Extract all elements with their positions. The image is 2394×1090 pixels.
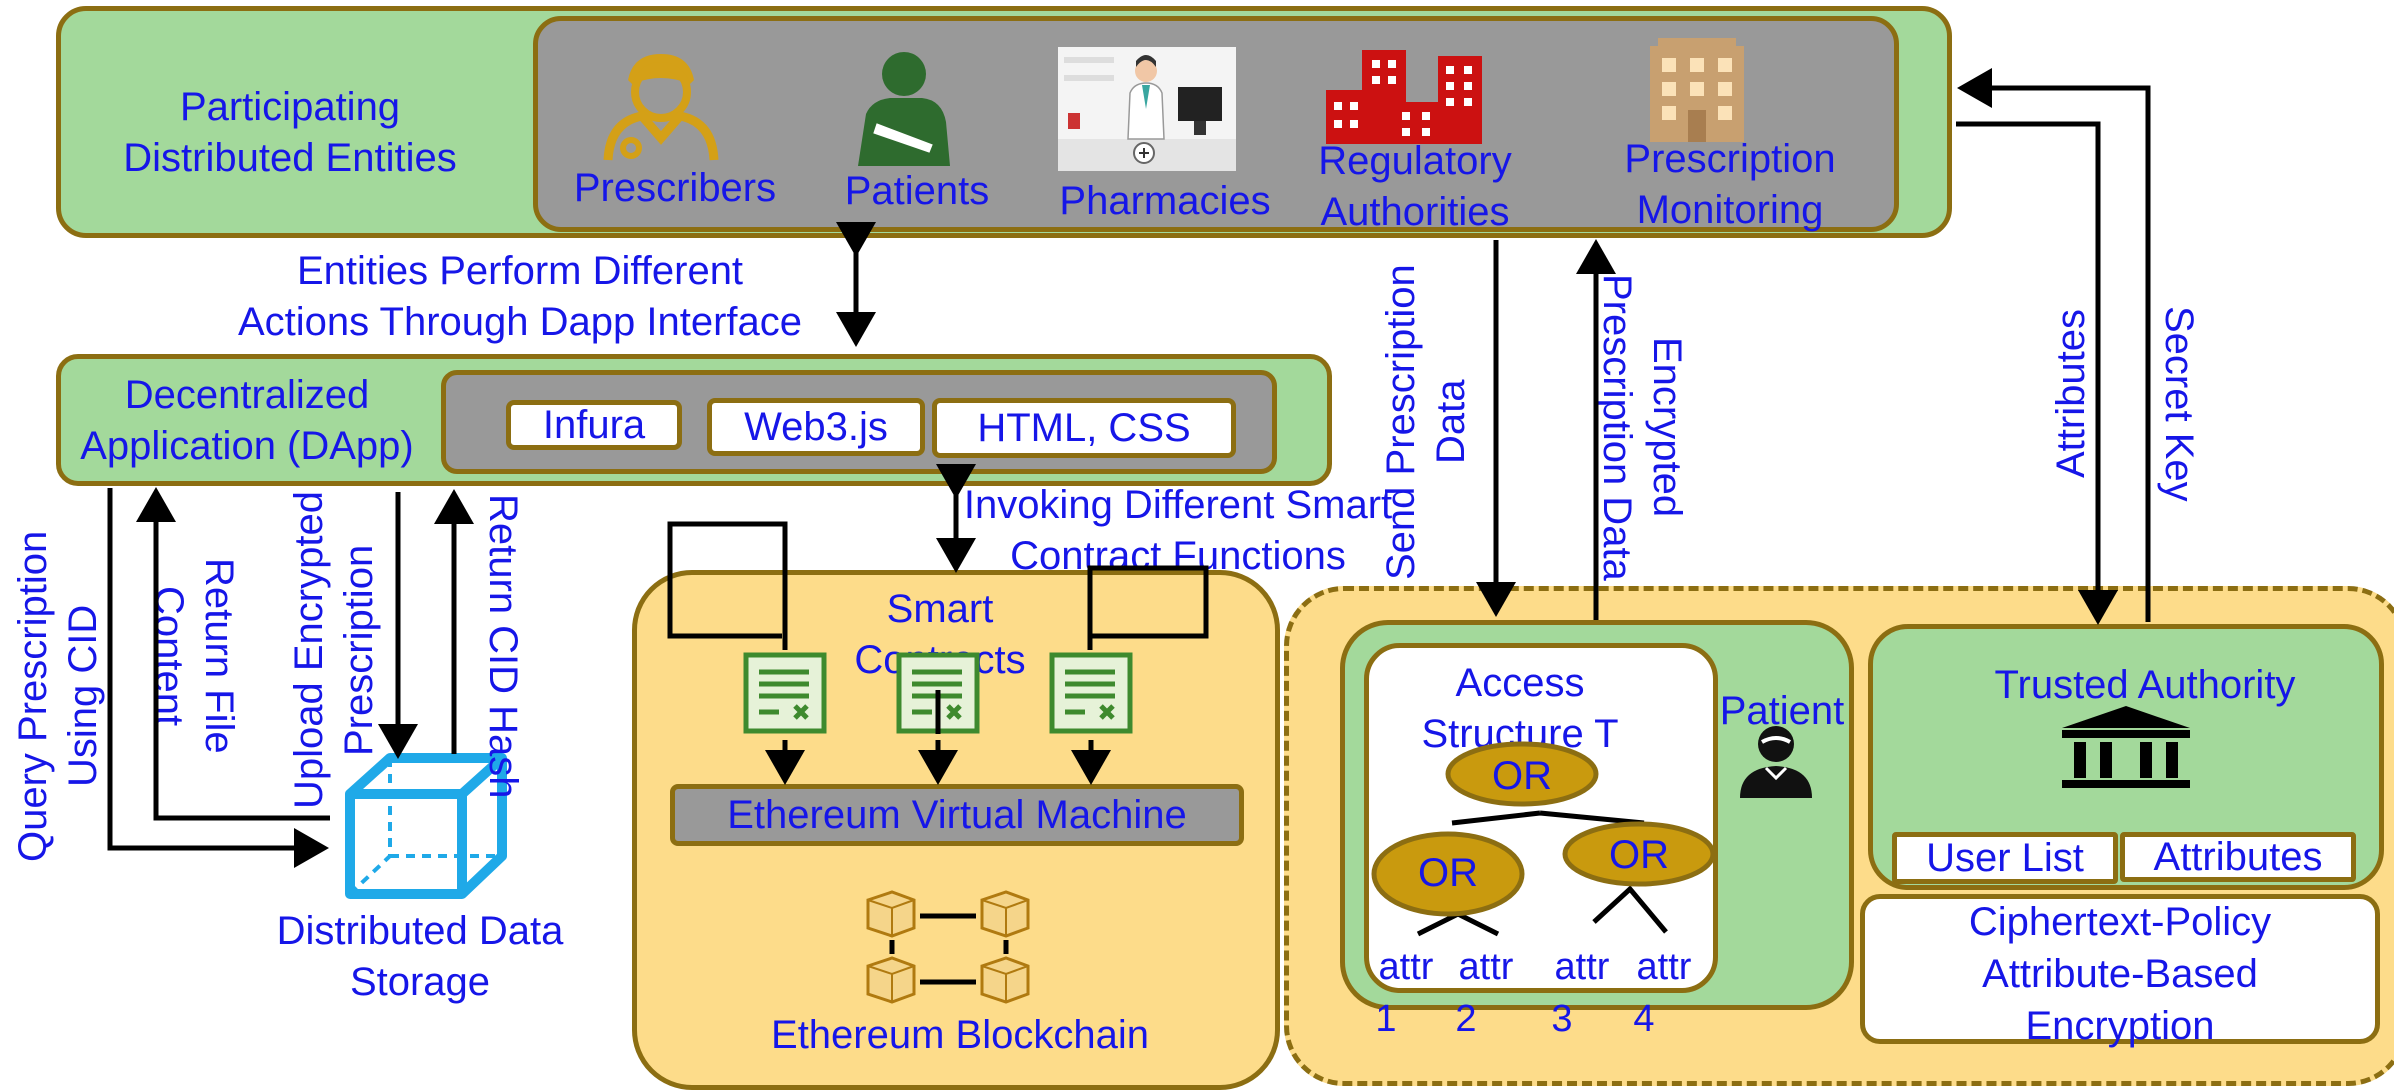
smart-contract-icon	[743, 652, 827, 734]
attr-1-index: 1	[1375, 998, 1397, 1040]
authority-bank-icon	[2062, 706, 2190, 788]
trusted-authority-title: Trusted Authority	[1994, 663, 2296, 707]
storage-title: Distributed Data Storage	[276, 909, 564, 1005]
attr-4-label: attr	[1636, 946, 1692, 988]
or-right-label: OR	[1609, 833, 1669, 877]
attr-4-index: 4	[1633, 998, 1655, 1040]
dapp-actions-label: Entities Perform Different Actions Throu…	[237, 249, 803, 345]
web3-box: Web3.js	[707, 398, 925, 456]
infura-box: Infura	[506, 400, 682, 450]
access-patient-label: Patient	[1719, 689, 1845, 733]
send-prescription-label: Send Prescription Data	[1379, 264, 1473, 580]
upload-label: Upload Encrypted Prescription	[287, 491, 381, 809]
attr-2-label: attr	[1458, 946, 1514, 988]
query-label: Query Prescription Using CID	[11, 530, 105, 862]
or-node-top	[1445, 741, 1599, 807]
cpabe-panel	[1860, 894, 2380, 1044]
access-structure-panel	[1364, 643, 1718, 993]
evm-label: Ethereum Virtual Machine	[727, 793, 1187, 837]
entities-title: Participating Distributed Entities	[123, 85, 457, 181]
encrypted-prescription-label: Encrypted Prescription Data	[1595, 273, 1689, 581]
blockchain-title: Ethereum Blockchain	[771, 1013, 1149, 1057]
secret-key-label: Secret Key	[2157, 306, 2201, 502]
return-file-label: Return File Content	[147, 558, 241, 754]
blockchain-icon	[866, 890, 1030, 1004]
monitoring-label: Prescription Monitoring	[1624, 137, 1836, 233]
patient-icon	[858, 52, 950, 166]
dapp-title: Decentralized Application (DApp)	[80, 373, 414, 469]
or-left-label: OR	[1418, 851, 1478, 895]
attr-2-index: 2	[1455, 998, 1477, 1040]
invoking-label: Invoking Different Smart Contract Functi…	[963, 483, 1393, 579]
patients-label: Patients	[844, 169, 990, 213]
prescribers-label: Prescribers	[573, 166, 777, 210]
or-node-left	[1371, 831, 1525, 917]
regulatory-label: Regulatory Authorities	[1318, 139, 1512, 235]
patient-user-icon	[1740, 726, 1812, 798]
or-top-label: OR	[1492, 754, 1552, 798]
attr-3-label: attr	[1554, 946, 1610, 988]
access-tree	[1371, 741, 1716, 937]
evm-box	[670, 784, 1244, 846]
attributes-box: Attributes	[2120, 832, 2356, 882]
or-node-right	[1562, 821, 1716, 887]
smart-contract-icon	[1049, 652, 1133, 734]
return-cid-label: Return CID Hash	[481, 493, 525, 799]
attr-1-label: attr	[1378, 946, 1434, 988]
attr-3-index: 3	[1551, 998, 1573, 1040]
regulatory-buildings-icon	[1326, 50, 1482, 144]
html-css-box: HTML, CSS	[932, 398, 1236, 458]
cpabe-label: Ciphertext-Policy Attribute-Based Encryp…	[1968, 900, 2272, 1048]
pharmacies-label: Pharmacies	[1059, 179, 1271, 223]
pharmacy-icon	[1058, 47, 1236, 171]
prescriber-icon	[603, 54, 719, 161]
user-list-box: User List	[1892, 832, 2118, 884]
monitoring-building-icon	[1650, 38, 1744, 142]
smart-contract-icon	[896, 652, 980, 734]
attributes-arrow-label: Attributes	[2049, 309, 2093, 479]
